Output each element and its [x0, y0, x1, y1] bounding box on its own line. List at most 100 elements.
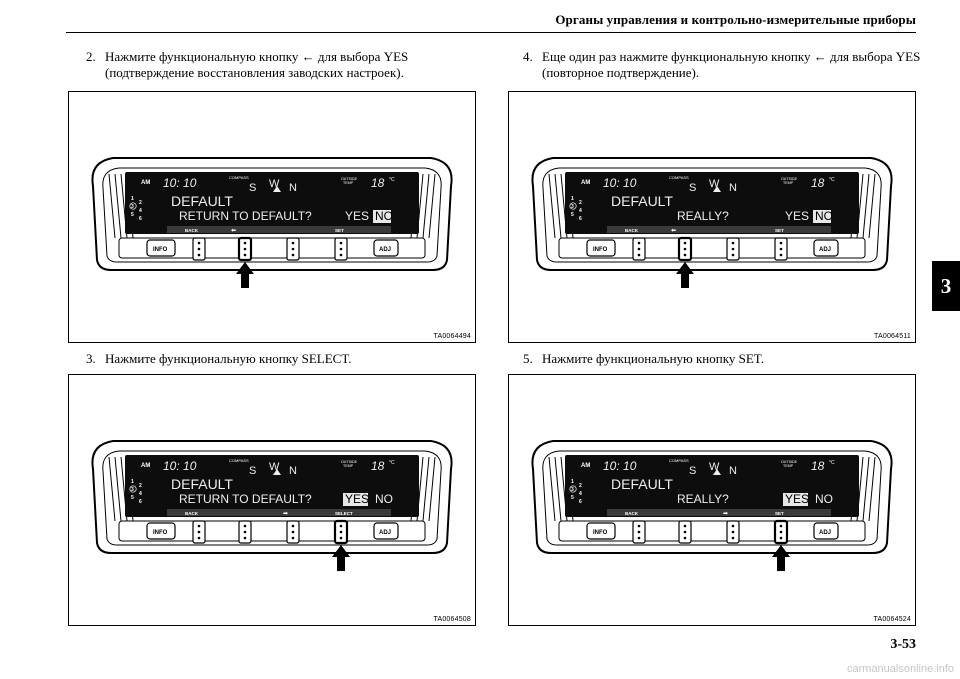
- preset-number: 1: [571, 479, 574, 485]
- softkey-label: SET: [775, 228, 784, 233]
- selection-highlight: [343, 493, 368, 506]
- function-button-dot: [243, 247, 247, 251]
- compass-letter-s: S: [249, 182, 256, 194]
- compass-letter-w: W: [709, 461, 720, 473]
- function-button-dot: [731, 530, 735, 534]
- inner-bezel: [542, 450, 882, 546]
- softkey-label-bar: [607, 226, 831, 233]
- compass-letter-s: S: [689, 182, 696, 194]
- compass-label: COMPASS: [669, 175, 689, 180]
- radio-band-label: AM: [141, 463, 150, 469]
- lcd-option-yes: YES: [785, 492, 809, 506]
- function-button-dot: [731, 241, 735, 245]
- figure-code: TA0064524: [873, 616, 911, 623]
- function-button-dot: [197, 253, 201, 257]
- preset-number: 3: [131, 487, 134, 493]
- info-button-label: INFO: [593, 247, 608, 253]
- preset-number: 1: [131, 196, 134, 202]
- preset-number: 4: [139, 491, 142, 497]
- softkey-label: BACK: [185, 511, 199, 516]
- function-button-dot: [243, 524, 247, 528]
- function-button-dot: [197, 241, 201, 245]
- clock-display: 10: 10: [163, 459, 197, 473]
- adj-button-label: ADJ: [379, 530, 391, 536]
- outside-label: OUTSIDE: [781, 460, 798, 464]
- function-button-dot: [637, 524, 641, 528]
- press-arrow-icon: [676, 262, 694, 288]
- compass-label: COMPASS: [669, 458, 689, 463]
- compass-pointer-icon: [713, 186, 721, 192]
- step-text: Нажмите функциональную кнопку SELECT.: [105, 351, 352, 366]
- preset-number: 3: [131, 204, 134, 210]
- inner-bezel: [102, 167, 442, 263]
- compass-letter-n: N: [729, 465, 737, 477]
- adj-button-label: ADJ: [379, 247, 391, 253]
- function-button-dot: [291, 530, 295, 534]
- bezel-hatch-right: [428, 456, 436, 522]
- function-button-dot: [243, 536, 247, 540]
- preset-number: 5: [571, 212, 574, 218]
- preset-number: 1: [571, 196, 574, 202]
- preset-selected-ring: [569, 202, 577, 210]
- temperature-unit: °C: [829, 177, 835, 183]
- preset-number: 6: [139, 499, 142, 505]
- function-button-dot: [779, 247, 783, 251]
- step-3-instruction: 3. Нажмите функциональную кнопку SELECT.: [86, 351, 466, 367]
- outside-label: OUTSIDE: [341, 460, 358, 464]
- temperature-value: 18: [371, 459, 385, 473]
- temperature-unit: °C: [829, 460, 835, 466]
- bezel-hatch-right: [428, 173, 436, 239]
- adj-button: [373, 239, 399, 257]
- lcd-line-default: DEFAULT: [171, 476, 233, 492]
- bezel-hatch-left: [548, 456, 556, 522]
- adj-button-label: ADJ: [819, 247, 831, 253]
- preset-number: 4: [139, 208, 142, 214]
- info-button: [146, 239, 176, 257]
- function-button-dot: [637, 253, 641, 257]
- adj-button: [813, 239, 839, 257]
- figure-code: TA0064494: [433, 333, 471, 340]
- softkey-label: SET: [775, 511, 784, 516]
- function-button-dot: [243, 241, 247, 245]
- lcd-option-yes: YES: [345, 209, 369, 223]
- lcd-question: REALLY?: [677, 492, 729, 506]
- lcd-option-yes: YES: [345, 492, 369, 506]
- figure-code: TA0064508: [433, 616, 471, 623]
- inner-bezel: [542, 167, 882, 263]
- function-button-dot: [197, 530, 201, 534]
- step-5-instruction: 5. Нажмите функциональную кнопку SET.: [523, 351, 923, 367]
- adj-button: [813, 522, 839, 540]
- function-button-dot: [779, 241, 783, 245]
- function-button-dot: [683, 253, 687, 257]
- compass-letter-n: N: [729, 182, 737, 194]
- step-4-instruction: 4. Еще один раз нажмите функциональную к…: [523, 49, 923, 81]
- lcd-question: REALLY?: [677, 209, 729, 223]
- lcd-option-yes: YES: [785, 209, 809, 223]
- info-button: [146, 522, 176, 540]
- step-number: 2.: [86, 49, 96, 64]
- function-button-dot: [197, 536, 201, 540]
- function-button-dot: [731, 536, 735, 540]
- info-button-label: INFO: [153, 247, 168, 253]
- softkey-label-bar: [167, 226, 391, 233]
- preset-number: 5: [131, 495, 134, 501]
- temperature-unit: °C: [389, 460, 395, 466]
- function-button-dot: [731, 247, 735, 251]
- bezel-hatch-left: [114, 173, 122, 239]
- preset-number: 5: [131, 212, 134, 218]
- press-arrow-icon: [236, 262, 254, 288]
- bezel-hatch-left: [108, 173, 116, 239]
- softkey-label: BACK: [625, 228, 639, 233]
- lcd-screen: [565, 172, 859, 234]
- preset-selected-ring: [129, 202, 137, 210]
- preset-number: 6: [139, 216, 142, 222]
- temperature-value: 18: [371, 176, 385, 190]
- lcd-question: RETURN TO DEFAULT?: [179, 209, 312, 223]
- function-button-dot: [779, 536, 783, 540]
- preset-number: 3: [571, 204, 574, 210]
